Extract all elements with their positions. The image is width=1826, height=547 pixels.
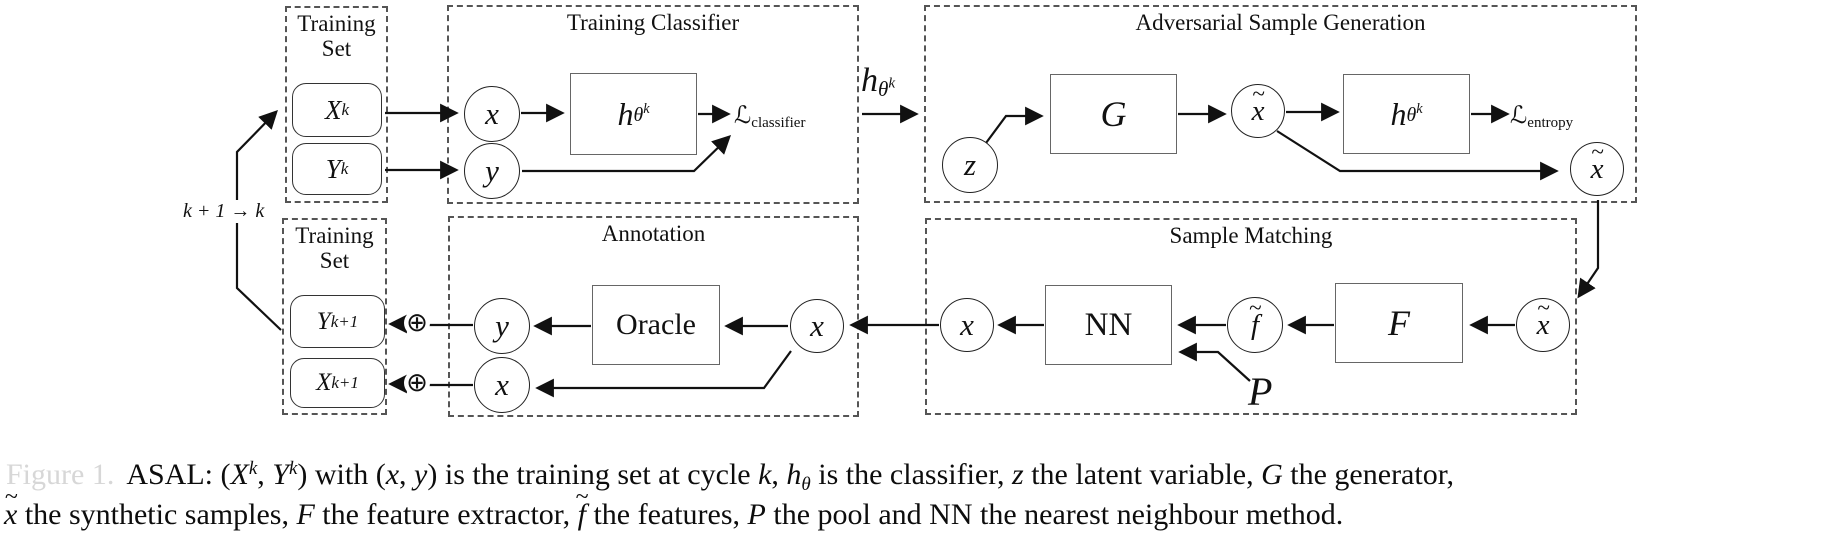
merge-plus-icon: ⊕ xyxy=(404,370,430,396)
label-h-handoff: hθk xyxy=(861,62,896,102)
node-x-annotation-input: x xyxy=(790,299,844,353)
group-title: Training Set xyxy=(287,11,386,61)
group-annotation: Annotation xyxy=(448,216,859,417)
group-training-set-bottom: Training Set xyxy=(282,218,387,415)
group-sample-matching: Sample Matching xyxy=(925,218,1577,415)
group-title: Annotation xyxy=(601,221,706,246)
arrow-xtilde-down-to-matching xyxy=(1577,200,1600,299)
node-y-annotated: y xyxy=(474,298,530,354)
group-training-set-top: Training Set xyxy=(285,6,388,203)
group-title-line2: Set xyxy=(319,248,350,273)
node-yk-label: Y xyxy=(325,153,341,184)
arrow-z-to-g xyxy=(985,106,1044,144)
group-title-line2: Set xyxy=(321,36,352,61)
figure-caption-line1: Figure 1.ASAL: (Xk, Yk) with (x, y) is t… xyxy=(6,458,1454,495)
connector-lines xyxy=(235,102,1600,398)
arrow-xtilde-to-xtilde-out xyxy=(1276,130,1559,181)
group-title: Sample Matching xyxy=(1169,223,1333,248)
label-pool: P xyxy=(1248,369,1273,414)
group-title: Adversarial Sample Generation xyxy=(1135,10,1426,35)
node-x-annotated: x xyxy=(474,357,530,413)
node-z-latent: z xyxy=(942,137,998,193)
arrow-pool-to-nn xyxy=(1178,342,1251,382)
label-loss-classifier: ℒclassifier xyxy=(734,101,806,131)
node-xk-label: X xyxy=(324,94,342,125)
node-oracle: Oracle xyxy=(592,285,720,365)
label-cycle-increment: k + 1 → k xyxy=(180,200,268,223)
node-xtilde-generated: ~x xyxy=(1231,81,1285,138)
group-title-line1: Training xyxy=(297,11,376,36)
group-title: Training Classifier xyxy=(566,10,740,35)
group-title-line1: Training xyxy=(295,223,374,248)
node-x-input: x xyxy=(464,86,520,142)
node-nearest-neighbour: NN xyxy=(1045,285,1172,365)
arrow-x-bypass-to-x xyxy=(535,350,792,398)
arrow-y-to-loss xyxy=(522,135,732,173)
label-loss-entropy: ℒentropy xyxy=(1510,101,1574,131)
node-xtilde-output: ~x xyxy=(1570,139,1624,196)
node-ftilde-features: ~f xyxy=(1227,295,1283,353)
node-xtilde-matching-input: ~x xyxy=(1516,295,1570,352)
node-feature-extractor: F xyxy=(1335,283,1463,363)
figure-caption-line2: ~x the synthetic samples, F the feature … xyxy=(4,484,1344,531)
node-x-matched: x xyxy=(940,298,994,352)
merge-plus-icon: ⊕ xyxy=(404,310,430,336)
group-adversarial-sample-generation: Adversarial Sample Generation xyxy=(924,5,1637,203)
node-generator: G xyxy=(1050,74,1177,154)
group-title: Training Set xyxy=(284,223,385,273)
node-y-input: y xyxy=(464,143,520,199)
